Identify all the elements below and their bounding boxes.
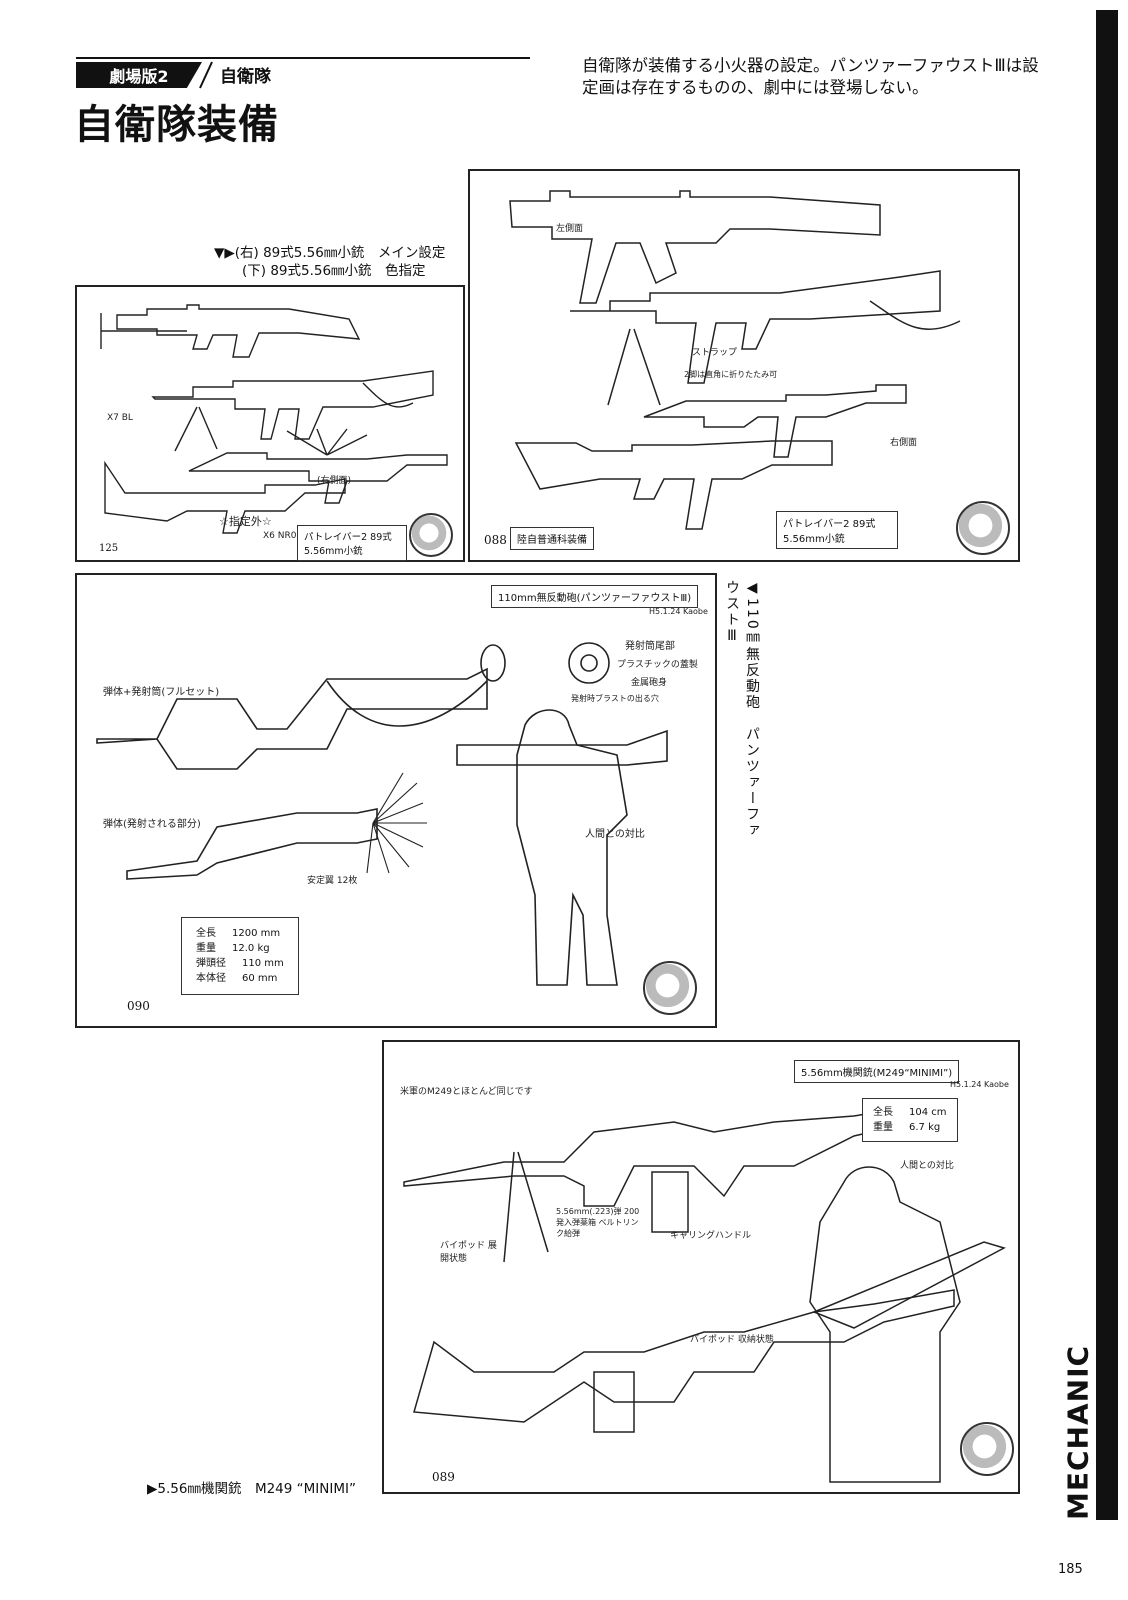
note-stabilizer-fins: 安定翼 12枚 <box>307 876 358 886</box>
spec-row: 全長 104 cm <box>873 1105 947 1120</box>
minimi-caption: ▶5.56㎜機関銃 M249 “MINIMI” <box>147 1481 356 1497</box>
panzerfaust-panel: 110mm無反動砲(パンツァーファウストⅢ) H5.1.24 Kaobe 弾体+… <box>75 573 717 1028</box>
subcategory-label: 自衛隊 <box>220 67 271 87</box>
spec-value: 60 mm <box>242 973 278 984</box>
color-spec-label: パトレイバー2 89式5.56mm小銃 <box>297 525 407 561</box>
note-carrying-handle: キャリングハンドル <box>670 1231 752 1241</box>
panel-number: 089 <box>432 1470 455 1484</box>
panel-number: 088 <box>484 533 507 547</box>
note-human-comparison: 人間との対比 <box>585 829 645 840</box>
rifle-main-label: パトレイバー2 89式5.56mm小銃 <box>776 511 898 549</box>
panzerfaust-caption: ◀110㎜無反動砲 パンツァーファウストⅢ <box>724 580 760 839</box>
mascot-icon <box>409 513 453 557</box>
spec-key: 全長 <box>873 1107 893 1118</box>
page-number: 185 <box>1058 1562 1083 1577</box>
page-title: 自衛隊装備 <box>74 102 279 148</box>
slash-icon <box>199 61 213 89</box>
rifle-sketches <box>100 304 448 534</box>
mascot-icon <box>956 501 1010 555</box>
spec-key: 本体径 <box>196 973 226 984</box>
minimi-panel: 5.56mm機関銃(M249“MINIMI”) H5.1.24 Kaobe 米軍… <box>382 1040 1020 1494</box>
spec-value: 12.0 kg <box>232 943 270 954</box>
signature: H5.1.24 Kaobe <box>649 607 708 616</box>
note-rear-cap: 発射筒尾部 <box>625 641 675 652</box>
note-bipod-stowed: バイポッド 収納状態 <box>690 1335 774 1345</box>
rifle-main-sketches <box>509 190 961 530</box>
header-rule <box>76 57 530 59</box>
rifle-color-spec-panel: ☆指定外☆ X6 NR01 BL (右側面) X7 BL パトレイバー2 89式… <box>75 285 465 562</box>
note-strap: ストラップ <box>692 348 738 358</box>
note-warhead: 弾体(発射される部分) <box>103 819 201 830</box>
section-label: MECHANIC <box>1061 1344 1095 1520</box>
panzerfaust-title: 110mm無反動砲(パンツァーファウストⅢ) <box>491 585 699 608</box>
panzerfaust-sketches <box>96 642 668 986</box>
spec-value: 1200 mm <box>232 928 281 939</box>
spec-key: 重量 <box>196 943 216 954</box>
spec-key: 全長 <box>196 928 216 939</box>
panel-number: 125 <box>99 543 119 554</box>
note-ammo-box: 5.56mm(.223)弾 200発入弾薬箱 ベルトリンク給弾 <box>556 1207 640 1238</box>
spec-row: 弾頭径 110 mm <box>196 956 284 971</box>
rifle-main-panel: 左側面 ストラップ 右側面 2脚は直角に折りたたみ可 陸自普通科装備 パトレイバ… <box>468 169 1020 562</box>
spec-row: 重量 12.0 kg <box>196 941 284 956</box>
mascot-icon <box>643 961 697 1015</box>
rifle-caption-line2: (下) 89式5.56㎜小銃 色指定 <box>242 263 426 279</box>
mascot-icon <box>960 1422 1014 1476</box>
panzerfaust-spec-box: 全長 1200 mm 重量 12.0 kg 弾頭径 110 mm 本体径 60 mm <box>181 917 299 995</box>
note-metal-barrel: 金属砲身 <box>631 678 668 688</box>
spec-row: 本体径 60 mm <box>196 971 284 986</box>
note-full-set: 弾体+発射筒(フルセット) <box>103 687 220 698</box>
spec-row: 全長 1200 mm <box>196 926 284 941</box>
note-right-side-main: 右側面 <box>890 438 918 448</box>
note-blast-hole: 発射時ブラストの出る穴 <box>571 694 659 703</box>
intro-text: 自衛隊が装備する小火器の設定。パンツァーファウストⅢは設定画は存在するものの、劇… <box>582 56 1039 97</box>
minimi-spec-box: 全長 104 cm 重量 6.7 kg <box>862 1098 958 1142</box>
spec-value: 110 mm <box>242 958 284 969</box>
note-m249-same: 米軍のM249とほとんど同じです <box>400 1087 533 1097</box>
signature: H5.1.24 Kaobe <box>950 1080 1009 1089</box>
note-right-side: (右側面) <box>317 476 352 486</box>
sidebar-bar <box>1096 10 1118 1520</box>
minimi-sketches <box>403 1105 1006 1483</box>
minimi-title: 5.56mm機関銃(M249“MINIMI”) <box>794 1060 960 1083</box>
stamp-label: 陸自普通科装備 <box>510 527 594 550</box>
note-bipod-deployed: バイポッド 展開状態 <box>440 1241 497 1264</box>
note-x7: X7 BL <box>107 413 133 423</box>
note-bipod: 2脚は直角に折りたたみ可 <box>684 370 778 379</box>
spec-value: 6.7 kg <box>909 1122 941 1133</box>
spec-key: 重量 <box>873 1122 893 1133</box>
note-plastic-lid: プラスチックの蓋製 <box>617 660 698 670</box>
note-left-side: 左側面 <box>556 224 584 234</box>
rifle-caption-line1: ▼▶(右) 89式5.56㎜小銃 メイン設定 <box>214 245 446 261</box>
spec-key: 弾頭径 <box>196 958 226 969</box>
panel-number: 090 <box>127 999 150 1013</box>
category-tag: 劇場版2 <box>76 62 202 88</box>
note-color-code: X6 NR01 BL <box>263 531 317 541</box>
note-not-specified: ☆指定外☆ <box>219 515 272 528</box>
spec-value: 104 cm <box>909 1107 947 1118</box>
spec-row: 重量 6.7 kg <box>873 1120 947 1135</box>
note-human-comparison: 人間との対比 <box>900 1161 954 1171</box>
